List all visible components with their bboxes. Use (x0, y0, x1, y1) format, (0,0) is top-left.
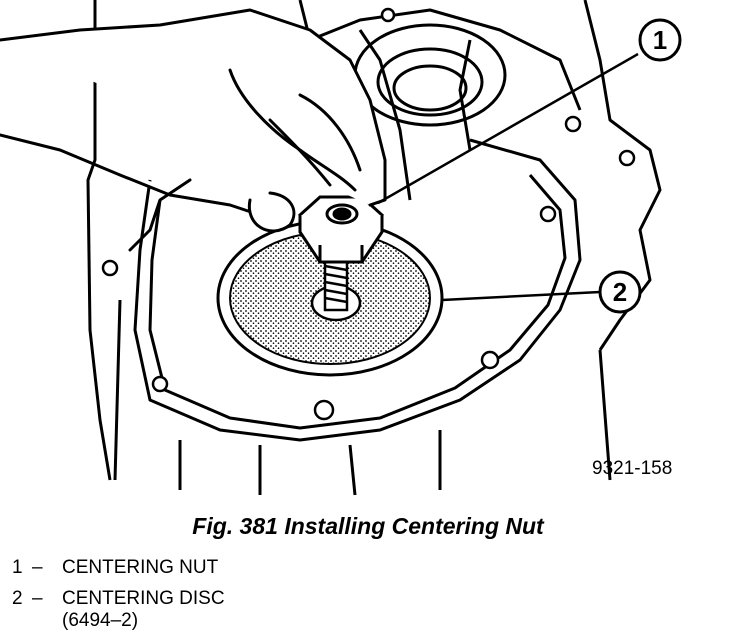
bolt-right-3 (564, 115, 582, 133)
legend-item-centering-disc: 2–CENTERING DISC (12, 588, 225, 610)
leader-line-1 (377, 52, 639, 205)
legend-label: CENTERING NUT (62, 557, 219, 578)
figure-caption: Fig. 381 Installing Centering Nut (192, 513, 544, 539)
legend-dash: – (32, 557, 43, 578)
legend-part-number: (6494–2) (62, 610, 139, 631)
bolt-right-1 (480, 350, 500, 370)
callout-2: 2 (598, 270, 642, 314)
legend-dash: – (32, 588, 43, 609)
bolt-top (380, 7, 396, 23)
leader-lines (377, 52, 639, 302)
bolt-bottom (313, 399, 335, 421)
legend-label: CENTERING DISC (62, 588, 225, 609)
centering-nut (298, 195, 384, 264)
bolt-left-1 (101, 259, 119, 277)
transmission-illustration: 1 2 9321-158 (0, 0, 682, 496)
leader-line-2 (441, 290, 601, 302)
hand (0, 8, 387, 252)
bearing-bore (353, 23, 507, 127)
housing-bolts (101, 7, 636, 421)
legend-number: 2 (12, 588, 23, 609)
callout-1: 1 (638, 18, 682, 62)
legend-item-centering-nut: 1–CENTERING NUT (12, 557, 218, 579)
svg-text:2: 2 (613, 277, 627, 307)
legend-number: 1 (12, 557, 23, 578)
svg-text:1: 1 (653, 25, 667, 55)
bolt-right-2 (539, 205, 557, 223)
bolt-right-4 (618, 149, 636, 167)
bolt-left-2 (151, 375, 169, 393)
figure-code: 9321-158 (592, 458, 672, 479)
